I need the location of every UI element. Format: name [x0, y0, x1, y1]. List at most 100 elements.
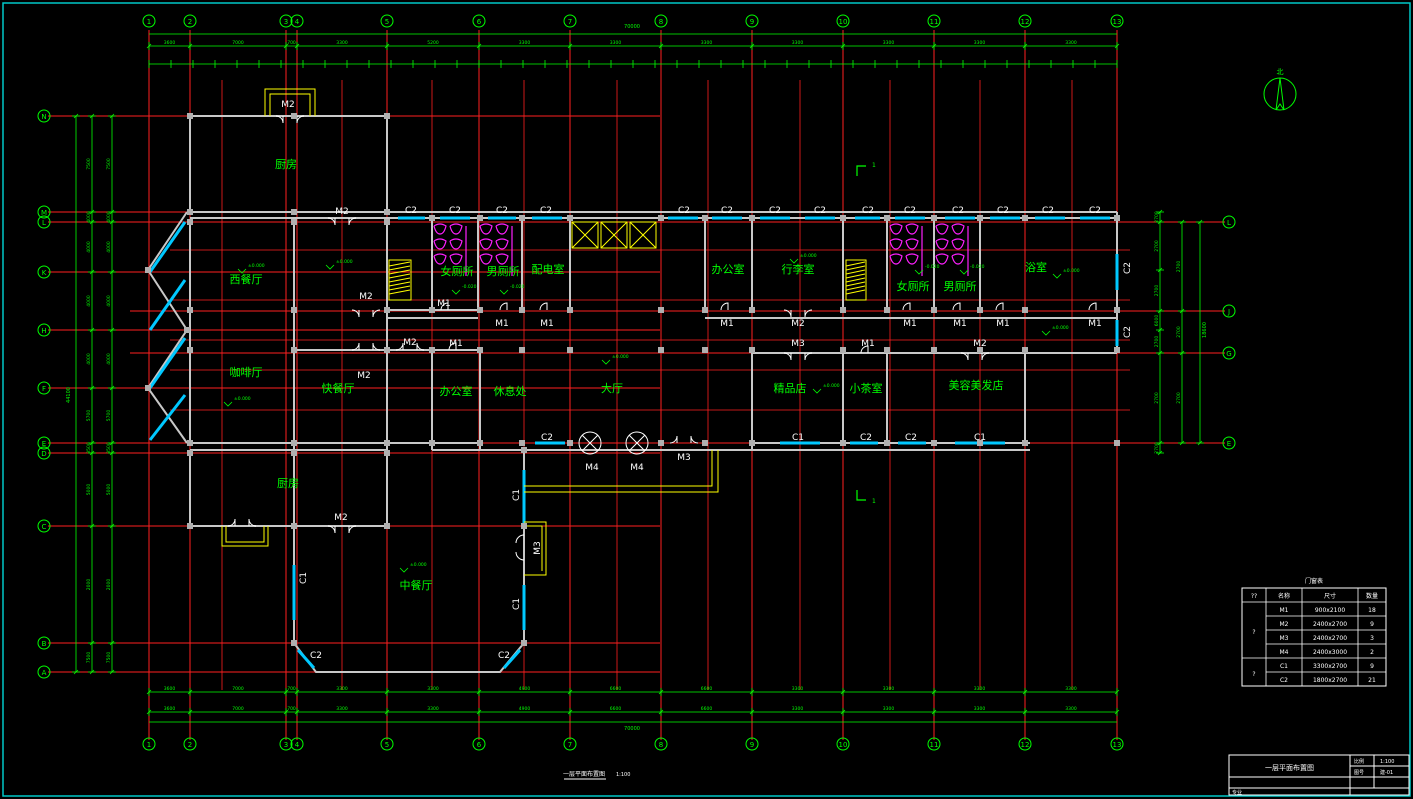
- door-single: [448, 342, 457, 351]
- room-label-salon: 美容美发店: [949, 378, 1004, 392]
- column: [384, 440, 390, 446]
- axis-bubble-top: [745, 14, 759, 28]
- column: [702, 347, 708, 353]
- elevation-mark: [237, 268, 247, 274]
- schedule-name: M4: [1280, 649, 1289, 656]
- column: [187, 113, 193, 119]
- dim-text: 2700: [1154, 392, 1160, 404]
- dim-text: 3300: [974, 40, 986, 46]
- dim-text: 4000: [106, 353, 112, 365]
- door-label: M3: [677, 453, 691, 463]
- window: [502, 649, 522, 669]
- door-label: M4: [585, 463, 599, 473]
- window-label: C2: [862, 206, 874, 216]
- room-label-kitchen-top: 厨房: [275, 158, 297, 171]
- dim-tick: [1179, 219, 1185, 225]
- column: [702, 307, 708, 313]
- dim-tick: [1157, 450, 1163, 456]
- stair-tread: [845, 277, 866, 283]
- window-label: C2: [540, 206, 552, 216]
- column: [1114, 215, 1120, 221]
- column: [291, 209, 297, 215]
- stair-tread: [388, 269, 411, 275]
- window-label: C2: [496, 206, 508, 216]
- dim-text: 3500: [106, 442, 112, 454]
- room-label-tea-room: 小茶室: [850, 381, 883, 395]
- column: [884, 347, 890, 353]
- dim-text: 3300: [974, 686, 986, 692]
- window-label: C2: [814, 206, 826, 216]
- axis-bubble-right: [1222, 436, 1236, 450]
- stair-tread: [388, 265, 411, 271]
- axis-bubbles: 1122334455667788991010111112121313ABCDEF…: [37, 14, 1236, 751]
- column: [1114, 347, 1120, 353]
- schedule-header: 尺寸: [1324, 592, 1336, 600]
- dim-text: 2700: [1154, 336, 1160, 348]
- schedule-size: 900x2100: [1315, 607, 1345, 614]
- elevation-mark: [789, 258, 799, 264]
- axis-bubble-left: [37, 215, 51, 229]
- elevation-mark: [399, 567, 409, 573]
- door-single: [440, 302, 449, 311]
- dim-tick: [1157, 327, 1163, 333]
- stair-tread: [388, 285, 411, 291]
- axis-label: 11: [930, 741, 939, 749]
- axis-label: H: [41, 327, 46, 335]
- column: [291, 440, 297, 446]
- axis-bubble-left: [37, 665, 51, 679]
- door-leaf: [275, 115, 284, 124]
- dim-tick: [89, 385, 95, 391]
- left-total-dim: 44100: [66, 387, 72, 403]
- dim-text: 3300: [701, 40, 713, 46]
- column: [187, 440, 193, 446]
- door-leaf: [804, 352, 813, 361]
- dim-text: 7000: [232, 686, 244, 692]
- stair-tread: [845, 273, 866, 279]
- dim-text: 3300: [792, 40, 804, 46]
- window-label: C2: [1042, 206, 1054, 216]
- dim-text: 4900: [519, 686, 531, 692]
- axis-bubble-left: [37, 519, 51, 533]
- column: [931, 347, 937, 353]
- window-label: C2: [769, 206, 781, 216]
- door-leaf: [416, 342, 425, 351]
- schedule-header: ??: [1251, 593, 1257, 600]
- door-label: M1: [903, 319, 917, 329]
- door-leaf: [351, 309, 360, 318]
- schedule-count: 21: [1368, 677, 1376, 684]
- dim-text: 2000: [86, 579, 92, 591]
- axis-bubble-bottom: [472, 737, 486, 751]
- title-block-scale: 1:100: [1380, 759, 1394, 765]
- axis-bubble-bottom: [563, 737, 577, 751]
- door-leaf: [348, 217, 357, 226]
- title-block-title: 一层平面布置图: [1265, 763, 1314, 772]
- toilet: [479, 223, 493, 235]
- dim-text: 2700: [1176, 392, 1182, 404]
- column: [519, 307, 525, 313]
- drawing-caption-scale: 1:100: [616, 772, 630, 778]
- door-label: M3: [533, 541, 543, 555]
- title-block-scale-label: 比例: [1354, 758, 1364, 765]
- grid-axes: [48, 30, 1225, 740]
- dim-tick: [109, 219, 115, 225]
- dim-text: 3600: [164, 40, 176, 46]
- axis-bubble-left: [37, 446, 51, 460]
- dim-tick: [109, 450, 115, 456]
- window-label: C2: [1123, 262, 1133, 274]
- axis-bubble-bottom: [745, 737, 759, 751]
- column: [384, 307, 390, 313]
- toilet: [951, 253, 965, 265]
- column: [477, 307, 483, 313]
- door-leaf: [227, 518, 236, 527]
- axis-bubble-left: [37, 265, 51, 279]
- elevation-mark: [223, 401, 233, 407]
- axis-bubble-top: [1018, 14, 1032, 28]
- column: [187, 307, 193, 313]
- door-label: M1: [720, 319, 734, 329]
- column: [658, 347, 664, 353]
- column: [291, 523, 297, 529]
- dim-text: 7000: [232, 706, 244, 712]
- door-single: [902, 302, 911, 311]
